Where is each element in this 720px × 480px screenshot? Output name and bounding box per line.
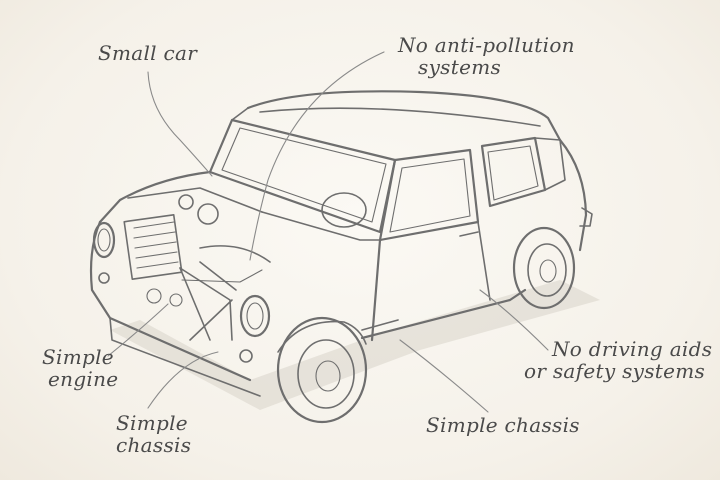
label-anti-pollution-line-2: systems [418,55,502,79]
leader-simple-chassis-left [147,351,219,409]
ground-shadow [110,280,600,410]
label-simple-chassis-right: Simple chassis [426,413,580,437]
label-simple-chassis-left: Simple chassis [116,412,191,456]
label-driving-aids-line-1: No driving aids [552,337,713,361]
label-driving-aids-line-2: or safety systems [524,359,706,383]
leader-driving-aids [479,289,549,351]
leader-lines [107,51,549,413]
leader-simple-chassis-right [399,339,489,413]
leader-small-car [147,71,213,177]
engine-bay [123,194,271,341]
label-simple-engine-line-2: engine [48,367,119,391]
label-simple-engine: Simple engine [42,346,118,390]
label-simple-chassis-left-line-2: chassis [116,433,192,457]
label-simple-chassis-left-line-1: Simple [116,411,188,435]
label-anti-pollution: No anti-pollution systems [398,34,575,78]
label-driving-aids: No driving aids or safety systems [524,338,712,382]
label-small-car: Small car [98,41,198,65]
leader-simple-engine [107,303,169,357]
label-simple-engine-line-1: Simple [42,345,114,369]
steering-wheel [321,192,367,228]
wheels [276,226,576,424]
leader-anti-pollution [249,51,385,261]
headlights [92,221,271,363]
label-anti-pollution-line-1: No anti-pollution [398,33,575,57]
car-body [89,90,593,397]
